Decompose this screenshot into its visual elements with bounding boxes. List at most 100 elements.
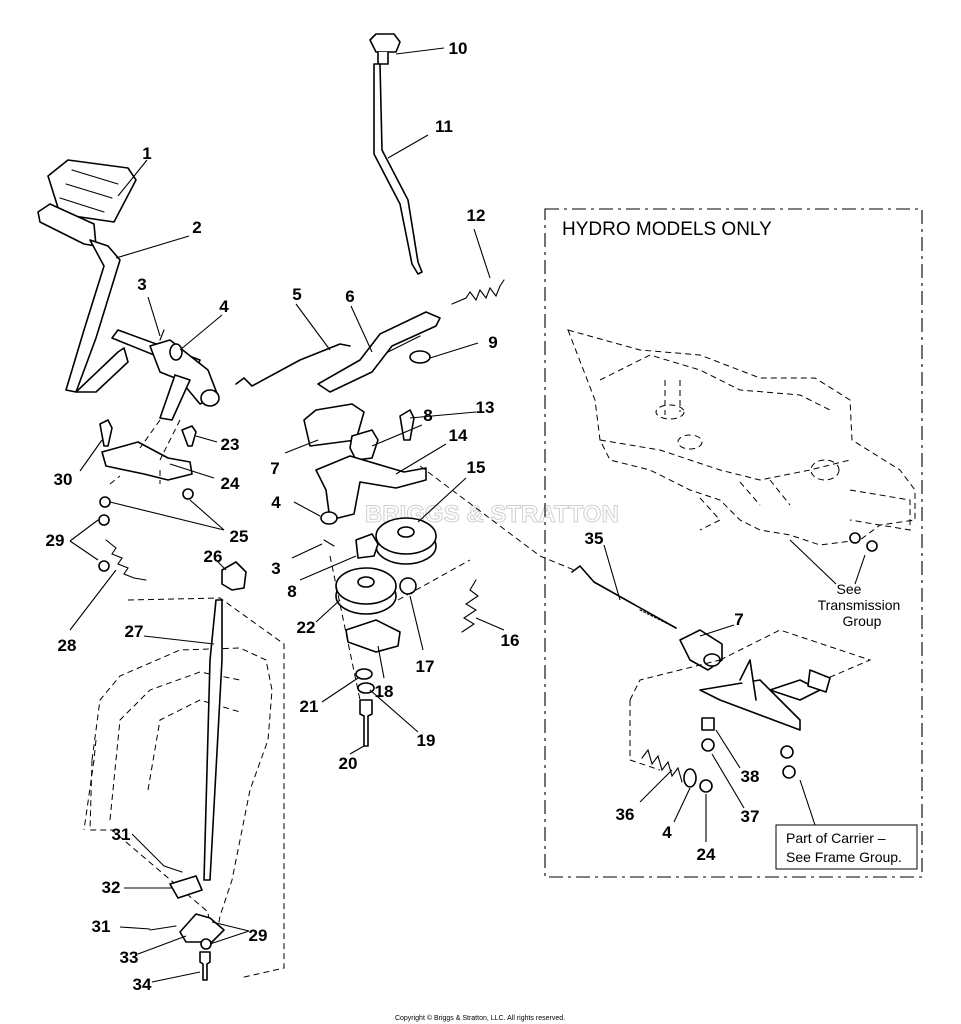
nut-icon bbox=[782, 765, 796, 779]
callout-37: 37 bbox=[741, 807, 760, 826]
callout-8: 8 bbox=[287, 582, 296, 601]
washer-icon bbox=[409, 350, 431, 364]
callout-3: 3 bbox=[271, 559, 280, 578]
pulley-22 bbox=[335, 567, 397, 615]
bolt-icon bbox=[359, 699, 373, 747]
callout-16: 16 bbox=[501, 631, 520, 650]
spring-16-icon bbox=[461, 579, 479, 633]
cotter-pin-icon bbox=[149, 925, 177, 931]
callouts: 1 2 3 4 5 6 9 10 11 12 8 13 14 15 7 23 2… bbox=[46, 39, 760, 994]
carrier-note-line2: See Frame Group. bbox=[786, 849, 902, 865]
pivot-bracket bbox=[303, 403, 365, 447]
callout-29: 29 bbox=[249, 926, 268, 945]
callout-3: 3 bbox=[137, 275, 146, 294]
transmission-outline bbox=[567, 329, 916, 546]
carrier-note-line1: Part of Carrier – bbox=[786, 830, 886, 846]
nut-icon bbox=[98, 560, 110, 572]
nut-icon bbox=[780, 745, 794, 759]
callout-27: 27 bbox=[125, 622, 144, 641]
belt-guide bbox=[345, 619, 401, 653]
callout-9: 9 bbox=[488, 333, 497, 352]
callout-23: 23 bbox=[221, 435, 240, 454]
nut-icon bbox=[701, 717, 715, 731]
lift-rod bbox=[203, 599, 223, 881]
callout-14: 14 bbox=[449, 426, 468, 445]
callout-30: 30 bbox=[54, 470, 73, 489]
transmission-nut-icon bbox=[866, 540, 878, 552]
nut-icon bbox=[200, 938, 212, 950]
callout-4: 4 bbox=[662, 823, 672, 842]
callout-19: 19 bbox=[417, 731, 436, 750]
bolt-icon bbox=[399, 409, 415, 441]
callout-24: 24 bbox=[697, 845, 716, 864]
callout-22: 22 bbox=[297, 618, 316, 637]
nut-icon bbox=[399, 577, 417, 595]
pulley-15 bbox=[375, 517, 437, 565]
carrier-plate bbox=[699, 679, 801, 731]
callout-7: 7 bbox=[270, 459, 279, 478]
callout-11: 11 bbox=[435, 117, 453, 136]
callout-29: 29 bbox=[46, 531, 65, 550]
link-rod bbox=[235, 343, 351, 387]
callout-17: 17 bbox=[416, 657, 435, 676]
cotter-pin-icon bbox=[323, 539, 335, 547]
callout-24: 24 bbox=[221, 474, 240, 493]
nut-icon bbox=[182, 488, 194, 500]
callout-31: 31 bbox=[92, 917, 111, 936]
transmission-note-line1: See bbox=[837, 581, 862, 597]
callout-7: 7 bbox=[734, 610, 743, 629]
callout-5: 5 bbox=[292, 285, 301, 304]
nut-icon bbox=[701, 738, 715, 752]
control-knob bbox=[369, 33, 401, 53]
callout-4: 4 bbox=[219, 297, 229, 316]
callout-1: 1 bbox=[142, 144, 151, 163]
hydro-box-title: HYDRO MODELS ONLY bbox=[562, 219, 772, 240]
callout-10: 10 bbox=[449, 39, 468, 58]
callout-38: 38 bbox=[741, 767, 760, 786]
washer-icon bbox=[355, 668, 373, 680]
callout-36: 36 bbox=[616, 805, 635, 824]
spacer-icon bbox=[355, 533, 379, 559]
transmission-nut-icon bbox=[849, 532, 861, 544]
bushing-icon bbox=[349, 429, 379, 461]
washer-icon bbox=[683, 768, 697, 788]
nut-icon bbox=[98, 514, 110, 526]
lever-knob bbox=[221, 561, 247, 591]
spring-12-icon bbox=[451, 279, 505, 305]
hydro-models-box: HYDRO MODELS ONLY See Transmission Group bbox=[544, 208, 923, 878]
callout-31: 31 bbox=[112, 825, 131, 844]
spring-36-icon bbox=[641, 748, 683, 783]
callout-20: 20 bbox=[339, 754, 358, 773]
callout-2: 2 bbox=[192, 218, 201, 237]
callout-13: 13 bbox=[476, 398, 495, 417]
copyright-line: Copyright © Briggs & Stratton, LLC. All … bbox=[395, 1014, 565, 1022]
callout-35: 35 bbox=[585, 529, 604, 548]
callout-15: 15 bbox=[467, 458, 486, 477]
clevis-icon bbox=[169, 875, 203, 899]
washer-icon bbox=[320, 511, 338, 525]
bolt-icon bbox=[99, 419, 113, 447]
callout-26: 26 bbox=[204, 547, 223, 566]
spring-28-icon bbox=[105, 539, 147, 581]
leader-lines bbox=[69, 47, 745, 983]
washer-icon bbox=[169, 343, 183, 361]
callout-34: 34 bbox=[133, 975, 152, 994]
callout-25: 25 bbox=[230, 527, 249, 546]
callout-18: 18 bbox=[375, 682, 394, 701]
callout-12: 12 bbox=[467, 206, 486, 225]
bolt-icon bbox=[199, 951, 211, 981]
nut-icon bbox=[99, 496, 111, 508]
hydro-control-rod bbox=[571, 565, 677, 629]
brake-pedal-assembly bbox=[37, 159, 220, 421]
control-rod bbox=[373, 63, 423, 275]
callout-32: 32 bbox=[102, 878, 121, 897]
lift-arm bbox=[179, 913, 225, 943]
hydro-box-border bbox=[544, 208, 923, 878]
callout-33: 33 bbox=[120, 948, 139, 967]
mount-bracket bbox=[101, 441, 193, 481]
transmission-note-line3: Group bbox=[843, 613, 882, 629]
carrier-note-box bbox=[775, 824, 918, 870]
transmission-note-line2: Transmission bbox=[818, 597, 901, 613]
